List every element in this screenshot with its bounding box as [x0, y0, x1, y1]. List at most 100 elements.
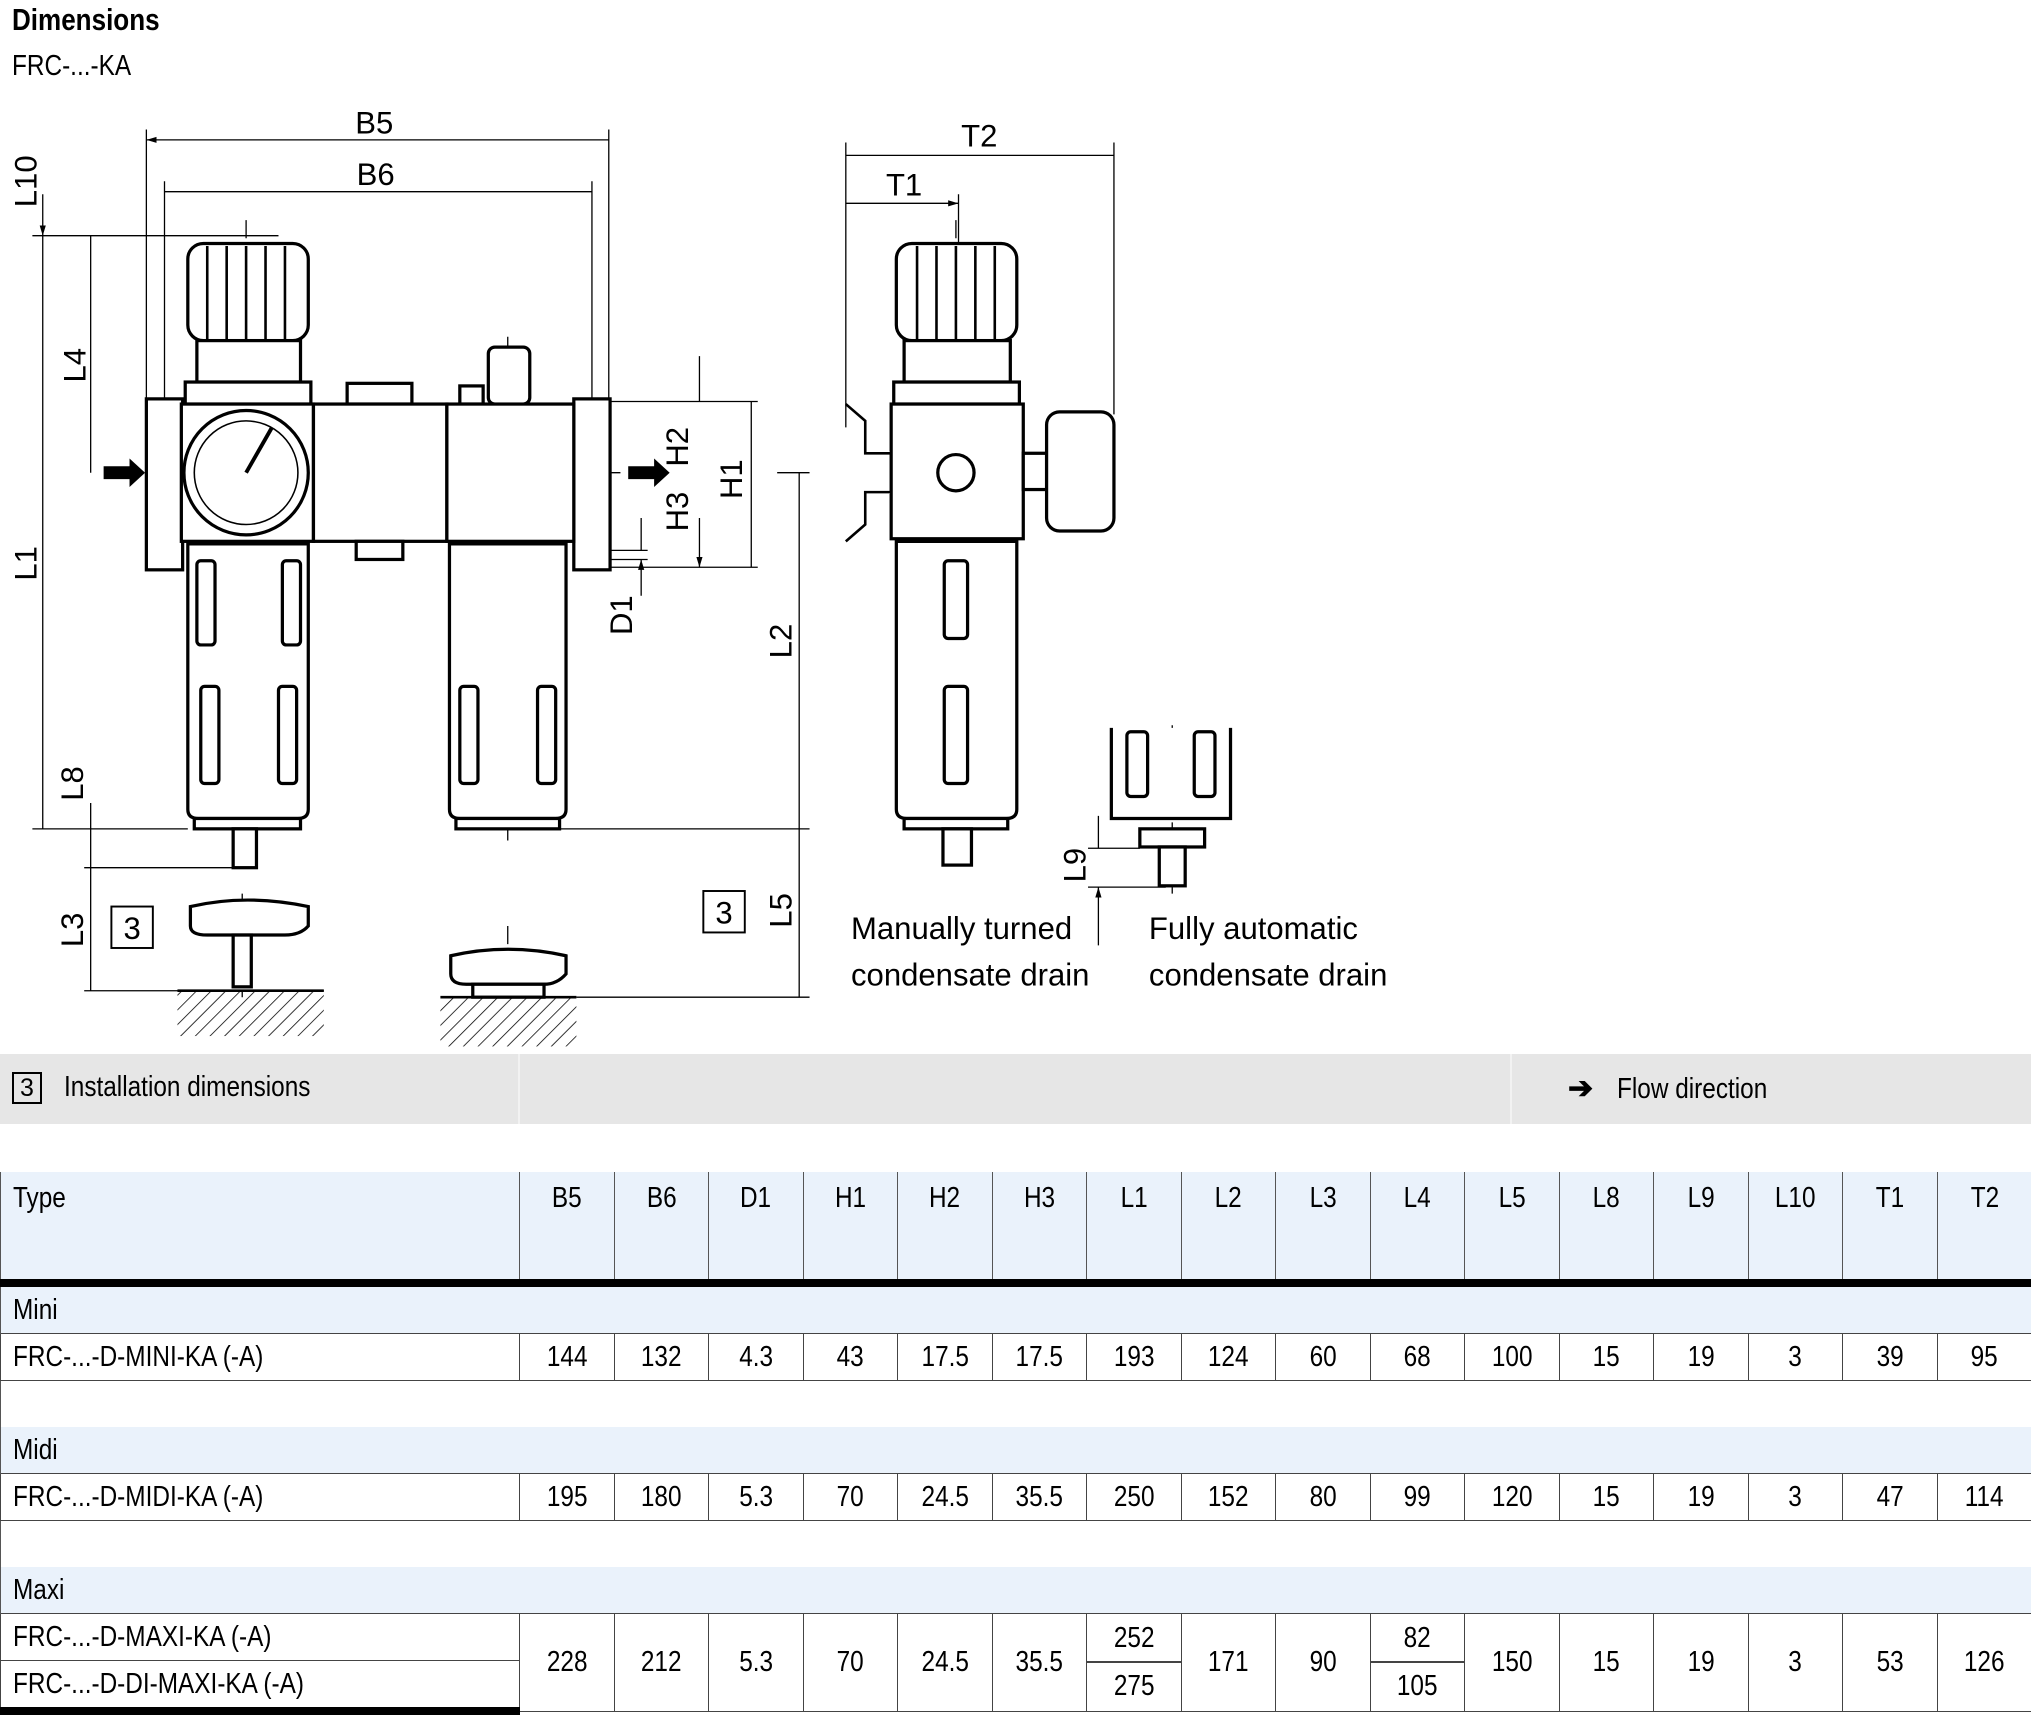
value-cell-l2: 152: [1181, 1474, 1276, 1521]
column-header-l3: L3: [1276, 1172, 1371, 1283]
column-header-l4: L4: [1370, 1172, 1465, 1283]
spacer-cell: [1, 1381, 2031, 1428]
value-cell-d1: 5.3: [709, 1614, 804, 1712]
group-row: Maxi: [1, 1567, 2031, 1614]
type-cell: FRC-...-D-DI-MAXI-KA (-A): [1, 1661, 520, 1712]
dim-l5: L5: [763, 893, 798, 928]
value-cell-t2: 126: [1937, 1614, 2031, 1712]
column-header-h2: H2: [898, 1172, 993, 1283]
dim-t1: T1: [886, 168, 922, 203]
value-cell-h3: 35.5: [992, 1614, 1087, 1712]
manual-drain-label-2: condensate drain: [851, 958, 1089, 993]
auto-drain-label: Fully automatic: [1149, 911, 1358, 946]
value-cell-t1: 47: [1843, 1474, 1938, 1521]
value-part: 82: [1371, 1615, 1465, 1663]
value-cell-h1: 43: [803, 1334, 898, 1381]
value-cell-l10: 3: [1748, 1474, 1843, 1521]
value-cell-l1: 250: [1087, 1474, 1182, 1521]
ref-box-icon: 3: [12, 1072, 42, 1104]
value-cell-t2: 114: [1937, 1474, 2031, 1521]
column-header-l5: L5: [1465, 1172, 1560, 1283]
value-cell-l9: 19: [1654, 1614, 1749, 1712]
dim-d1: D1: [604, 595, 639, 635]
column-header-t1: T1: [1843, 1172, 1938, 1283]
value-cell-h1: 70: [803, 1474, 898, 1521]
column-header-t2: T2: [1937, 1172, 2031, 1283]
group-label: Maxi: [1, 1567, 2031, 1614]
value-cell-l8: 15: [1559, 1334, 1654, 1381]
value-cell-l10: 3: [1748, 1614, 1843, 1712]
column-header-h3: H3: [992, 1172, 1087, 1283]
column-header-b6: B6: [614, 1172, 709, 1283]
spacer-row: [1, 1381, 2031, 1428]
value-cell-h3: 35.5: [992, 1474, 1087, 1521]
value-cell-l4: 68: [1370, 1334, 1465, 1381]
column-header-h1: H1: [803, 1172, 898, 1283]
dim-h1: H1: [714, 459, 749, 499]
dim-l10: L10: [8, 155, 43, 207]
dim-l1: L1: [8, 546, 43, 581]
value-part: 252: [1087, 1615, 1181, 1663]
dim-h2: H2: [660, 427, 695, 467]
value-cell-b6: 212: [614, 1614, 709, 1712]
value-cell-l5: 150: [1465, 1614, 1560, 1712]
value-part: 105: [1371, 1663, 1465, 1709]
value-cell-h2: 17.5: [898, 1334, 993, 1381]
value-cell-l9: 19: [1654, 1474, 1749, 1521]
column-header-d1: D1: [709, 1172, 804, 1283]
column-header-b5: B5: [520, 1172, 615, 1283]
value-cell-l3: 60: [1276, 1334, 1371, 1381]
group-row: Mini: [1, 1283, 2031, 1334]
group-row: Midi: [1, 1427, 2031, 1474]
auto-drain-label-2: condensate drain: [1149, 958, 1387, 993]
value-cell-h2: 24.5: [898, 1614, 993, 1712]
dimension-drawing: B5 B6 T2 T1 L10 L4 L1 L8 L3 H2 H1 H3 D1 …: [0, 0, 2031, 1049]
ref-box-2: 3: [715, 895, 732, 930]
column-header-l2: L2: [1181, 1172, 1276, 1283]
value-cell-h1: 70: [803, 1614, 898, 1712]
value-cell-h3: 17.5: [992, 1334, 1087, 1381]
dim-h3: H3: [660, 492, 695, 532]
dim-t2: T2: [961, 118, 997, 153]
dim-l2: L2: [763, 624, 798, 659]
value-cell-d1: 5.3: [709, 1474, 804, 1521]
value-cell-l2: 171: [1181, 1614, 1276, 1712]
value-cell-b6: 132: [614, 1334, 709, 1381]
column-header-l1: L1: [1087, 1172, 1182, 1283]
value-cell-l9: 19: [1654, 1334, 1749, 1381]
ref-box-1: 3: [123, 911, 140, 946]
manual-drain-label: Manually turned: [851, 911, 1072, 946]
value-cell-l3: 80: [1276, 1474, 1371, 1521]
group-label: Mini: [1, 1283, 2031, 1334]
value-cell-b6: 180: [614, 1474, 709, 1521]
arrow-right-icon: ➔: [1568, 1072, 1593, 1105]
value-part: 275: [1087, 1663, 1181, 1709]
dim-l3: L3: [55, 913, 90, 948]
group-label: Midi: [1, 1427, 2031, 1474]
column-header-type: Type: [1, 1172, 520, 1283]
dim-b5: B5: [355, 105, 393, 140]
value-cell-b5: 228: [520, 1614, 615, 1712]
value-cell-b5: 144: [520, 1334, 615, 1381]
value-cell-l2: 124: [1181, 1334, 1276, 1381]
spacer-cell: [1, 1521, 2031, 1568]
value-cell-l10: 3: [1748, 1334, 1843, 1381]
dim-l4: L4: [57, 348, 92, 383]
value-cell-b5: 195: [520, 1474, 615, 1521]
value-cell-l5: 120: [1465, 1474, 1560, 1521]
value-cell-l8: 15: [1559, 1474, 1654, 1521]
type-cell: FRC-...-D-MAXI-KA (-A): [1, 1614, 520, 1661]
value-cell-t1: 39: [1843, 1334, 1938, 1381]
dim-b6: B6: [357, 157, 395, 192]
value-cell-d1: 4.3: [709, 1334, 804, 1381]
value-cell-l1: 193: [1087, 1334, 1182, 1381]
value-cell-l5: 100: [1465, 1334, 1560, 1381]
value-cell-l4: 99: [1370, 1474, 1465, 1521]
